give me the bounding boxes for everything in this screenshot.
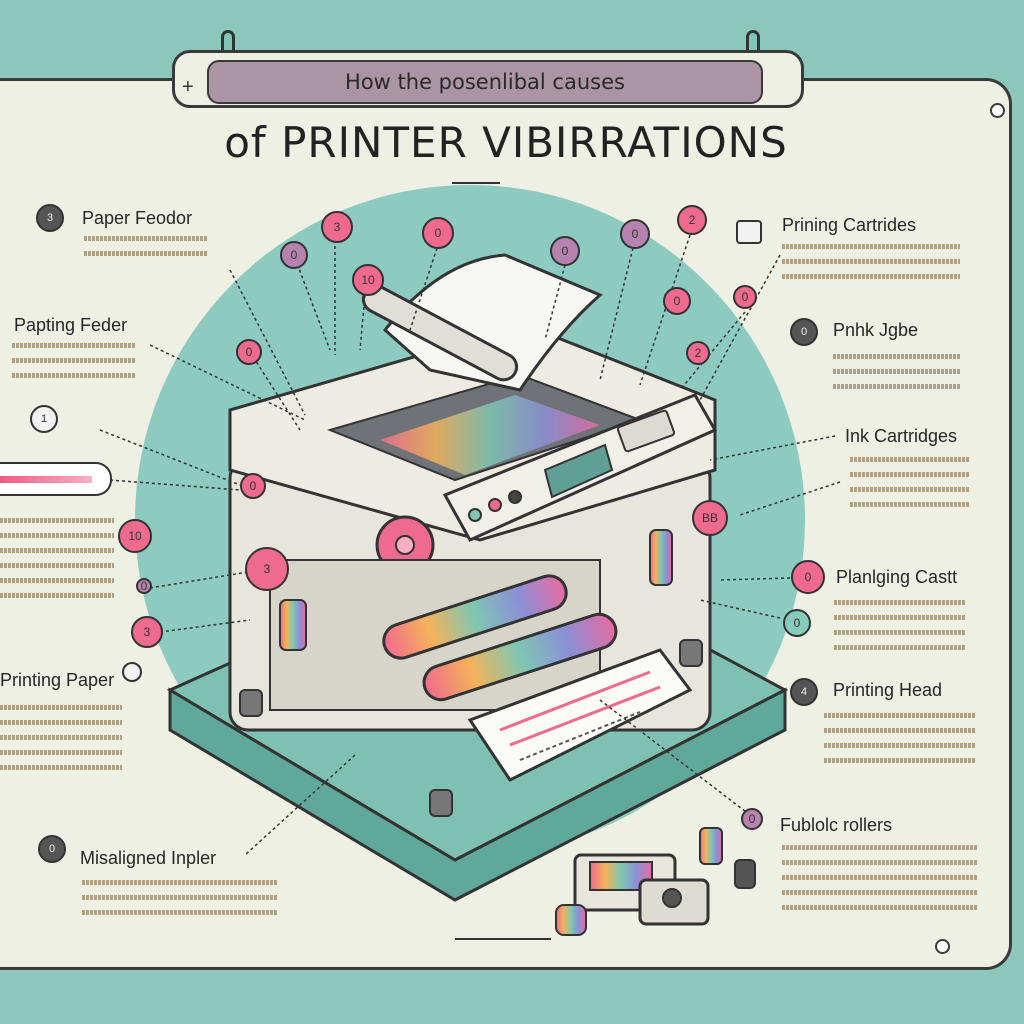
callout-bubble[interactable]: BB — [692, 500, 728, 536]
text-lines-misaligned — [82, 880, 278, 925]
foot-1 — [239, 689, 263, 717]
badge-printing-head: 4 — [790, 678, 818, 706]
callout-bubble[interactable]: 0 — [550, 236, 580, 266]
badge-left-1: 1 — [30, 405, 58, 433]
callout-bubble[interactable]: 0 — [240, 473, 266, 499]
button-dark — [508, 490, 522, 504]
button-green — [468, 508, 482, 522]
text-lines-ink — [850, 457, 970, 517]
callout-bubble[interactable]: 0 — [422, 217, 454, 249]
label-rollers: Fublolc rollers — [780, 815, 893, 835]
callout-bubble[interactable]: 2 — [686, 341, 710, 365]
badge-pnhk: 0 — [790, 318, 818, 346]
callout-bubble[interactable]: 0 — [733, 285, 757, 309]
board-pin-bottom — [935, 939, 950, 954]
text-lines-paper-feeder — [84, 236, 208, 266]
button-pink — [488, 498, 502, 512]
printer-platform-edge — [168, 687, 787, 902]
ink-can-1 — [699, 827, 723, 865]
subtitle-strip: How the posenlibal causes — [207, 60, 763, 104]
callout-bubble[interactable]: 3 — [245, 547, 289, 591]
callout-bubble[interactable]: 10 — [352, 264, 384, 296]
callout-bubble[interactable]: 0 — [741, 808, 763, 830]
text-lines-rollers — [782, 845, 978, 920]
badge-misaligned: 0 — [38, 835, 66, 863]
output-print-line-3 — [519, 711, 641, 761]
callout-bubble[interactable]: 0 — [620, 219, 650, 249]
label-ink-cartridges: Ink Cartridges — [845, 426, 958, 446]
label-printing-paper: Printing Paper — [0, 670, 115, 690]
text-lines-planlging — [834, 600, 966, 660]
label-printing-head: Printing Head — [833, 680, 943, 700]
text-lines-pnhk — [833, 354, 961, 399]
ink-can-2 — [734, 859, 756, 889]
foot-3 — [679, 639, 703, 667]
slider-fill — [0, 476, 92, 483]
label-planlging: Planlging Castt — [836, 567, 958, 587]
callout-bubble[interactable]: 0 — [136, 578, 152, 594]
spool-right — [649, 529, 673, 586]
label-cartridges: Prining Cartrides — [782, 215, 917, 235]
label-paper-feeder: Paper Feodor — [82, 208, 193, 228]
roller-1 — [382, 574, 568, 660]
callout-bubble[interactable]: 0 — [663, 287, 691, 315]
callout-bubble[interactable]: 10 — [118, 519, 152, 553]
foot-2 — [429, 789, 453, 817]
callout-bubble[interactable]: 2 — [677, 205, 707, 235]
dial-pink-inner — [395, 535, 415, 555]
text-lines-printing-head — [824, 713, 976, 773]
roller-2 — [422, 612, 618, 702]
bottom-rule — [455, 938, 551, 940]
label-papting-feder: Papting Feder — [14, 315, 128, 335]
subtitle: How the posenlibal causes — [345, 70, 625, 94]
spool-left — [279, 599, 307, 651]
printed-output-sheet — [467, 648, 693, 782]
progress-slider[interactable] — [0, 462, 112, 496]
tape-roll — [555, 904, 587, 936]
callout-bubble[interactable]: 0 — [236, 339, 262, 365]
text-lines-papting-feder — [12, 343, 136, 388]
callout-bubble[interactable]: 0 — [280, 241, 308, 269]
callout-bubble[interactable]: 3 — [131, 616, 163, 648]
badge-printing-paper — [122, 662, 142, 682]
callout-bubble[interactable]: 3 — [321, 211, 353, 243]
text-lines-cartridges — [782, 244, 960, 289]
board-pin-top — [990, 103, 1005, 118]
paper-stripes — [380, 395, 600, 475]
callout-lines — [99, 234, 841, 856]
output-print-line-1 — [499, 670, 651, 732]
badge-paper-feeder: 3 — [36, 204, 64, 232]
keypad — [616, 409, 676, 453]
text-lines-printing-paper — [0, 705, 122, 780]
output-print-line-2 — [509, 685, 661, 747]
label-misaligned: Misaligned Inpler — [80, 848, 217, 868]
label-pnhk: Pnhk Jgbe — [833, 320, 919, 340]
page-title: of PRINTER VIBIRRATIONS — [224, 118, 788, 167]
printer-cartridge-icon — [736, 220, 762, 244]
display-screen — [543, 443, 614, 499]
callout-bubble[interactable]: 0 — [791, 560, 825, 594]
cartridge-lens — [662, 888, 682, 908]
callout-bubble[interactable]: 0 — [783, 609, 811, 637]
title-rule — [452, 182, 500, 184]
text-lines-left-middle — [0, 518, 114, 608]
tab-mark: + — [182, 76, 194, 98]
